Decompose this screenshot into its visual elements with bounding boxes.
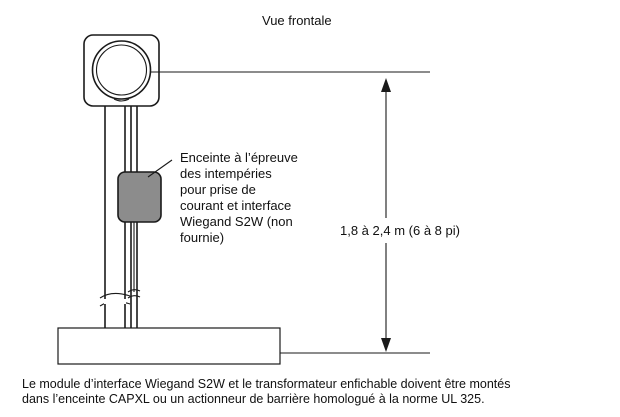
cable-conduit [127,106,141,328]
ground-slab [57,327,281,365]
height-label: 1,8 à 2,4 m (6 à 8 pi) [340,223,460,238]
weatherproof-enclosure [117,171,162,223]
caption: Le module d’interface Wiegand S2W et le … [22,377,514,406]
enclosure-label: Enceinte à l’épreuve des intempéries pou… [180,150,301,245]
view-title: Vue frontale [262,13,332,28]
height-dimension-arrow [381,78,391,352]
reader-head [83,34,160,107]
enclosure-leader-line [147,159,173,178]
